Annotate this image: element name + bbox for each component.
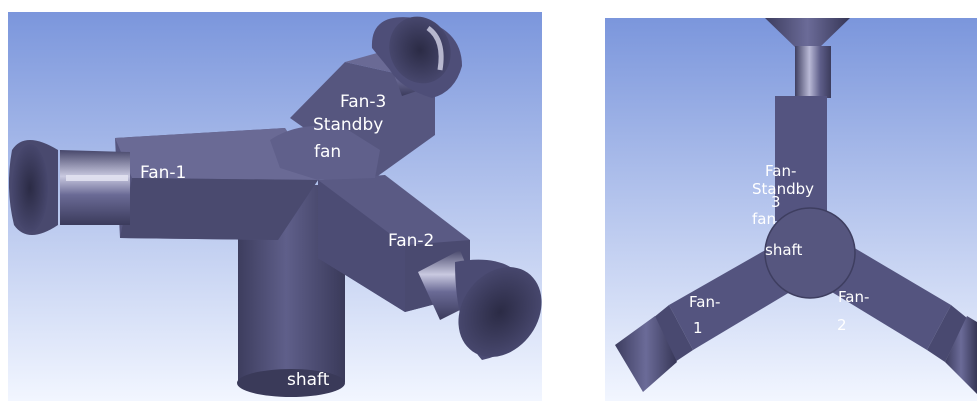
standby-fan-arm bbox=[765, 18, 850, 221]
shaft-label: shaft bbox=[287, 370, 330, 390]
standby-label: Standby bbox=[313, 115, 383, 135]
hub bbox=[270, 125, 380, 180]
fan-2-label-line1: Fan- bbox=[838, 288, 869, 306]
fan-1-label-line2: 1 bbox=[693, 319, 703, 337]
top-view-panel: Fan- Standby 3 fan shaft Fan- 1 Fan- 2 bbox=[605, 0, 977, 401]
fan-3-arm bbox=[290, 16, 462, 178]
fan-1-label: Fan-1 bbox=[140, 163, 186, 183]
shaft-label: shaft bbox=[765, 241, 803, 259]
fan-3-label-line1: Fan- bbox=[765, 162, 796, 180]
standby-label: Standby bbox=[752, 180, 814, 198]
fan-1-label-line1: Fan- bbox=[689, 293, 720, 311]
isometric-view-svg: Fan-1 Fan-3 Standby fan Fan-2 shaft bbox=[8, 12, 542, 401]
fan-2-label: Fan-2 bbox=[388, 231, 434, 251]
fan-1-arm bbox=[8, 128, 318, 240]
fan-3-label: Fan-3 bbox=[340, 92, 386, 112]
fan-2-label-line2: 2 bbox=[837, 316, 847, 334]
hub bbox=[764, 207, 856, 299]
standby-fan-word: fan bbox=[314, 142, 341, 162]
fan-2-arm bbox=[318, 175, 542, 360]
isometric-view-panel: Fan-1 Fan-3 Standby fan Fan-2 shaft bbox=[8, 12, 542, 401]
standby-fan-word: fan bbox=[752, 210, 776, 228]
fan-3-label-line2: 3 bbox=[771, 193, 781, 211]
top-view-svg: Fan- Standby 3 fan shaft Fan- 1 Fan- 2 bbox=[605, 18, 977, 401]
